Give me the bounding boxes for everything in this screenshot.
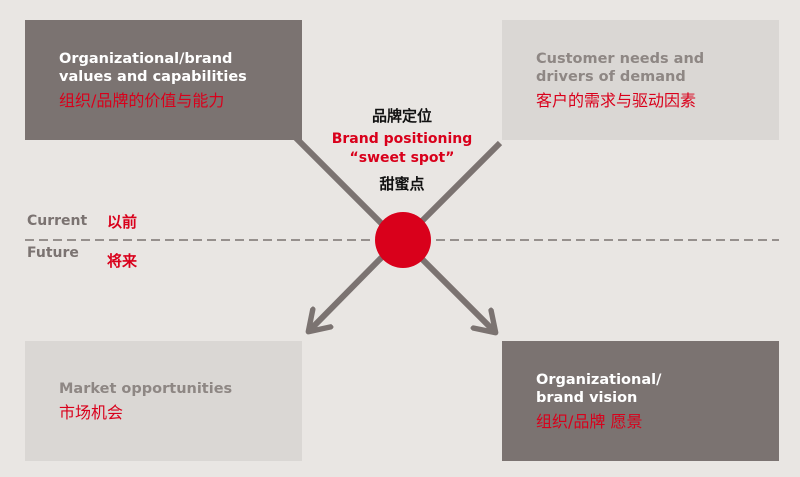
center-label-english-line2: “sweet spot” xyxy=(349,150,455,166)
box-br-english-line2: brand vision xyxy=(536,389,638,406)
center-label-english-line1: Brand positioning xyxy=(331,131,473,147)
current-label-english: Current xyxy=(27,213,88,229)
box-tr-chinese: 客户的需求与驱动因素 xyxy=(536,90,697,110)
box-customer-needs: Customer needs and drivers of demand 客户的… xyxy=(502,20,779,140)
sweet-spot-circle xyxy=(375,212,431,268)
box-br-english-line1: Organizational/ xyxy=(536,371,662,388)
box-organizational-values: Organizational/brand values and capabili… xyxy=(25,20,302,140)
box-br-chinese: 组织/品牌 愿景 xyxy=(536,411,643,431)
arrow-to-brand-vision xyxy=(417,254,494,331)
box-bl-chinese: 市场机会 xyxy=(59,402,124,422)
box-brand-vision: Organizational/ brand vision 组织/品牌 愿景 xyxy=(502,341,779,461)
center-label-chinese-top: 品牌定位 xyxy=(371,107,432,125)
box-bl-english: Market opportunities xyxy=(59,380,233,397)
future-label-english: Future xyxy=(27,245,79,261)
box-tl-english-line2: values and capabilities xyxy=(59,68,247,85)
arrow-to-market-opportunities xyxy=(310,251,388,330)
box-tl-chinese: 组织/品牌的价值与能力 xyxy=(59,90,225,110)
box-tr-english-line2: drivers of demand xyxy=(536,68,686,85)
box-tr-english-line1: Customer needs and xyxy=(536,50,705,67)
center-label-chinese-bottom: 甜蜜点 xyxy=(379,175,425,193)
diagonal-line-from-top-right xyxy=(417,140,503,226)
box-tl-english-line1: Organizational/brand xyxy=(59,50,233,67)
current-label-chinese: 以前 xyxy=(107,213,138,231)
box-market-opportunities: Market opportunities 市场机会 xyxy=(25,341,302,461)
future-label-chinese: 将来 xyxy=(107,252,138,270)
